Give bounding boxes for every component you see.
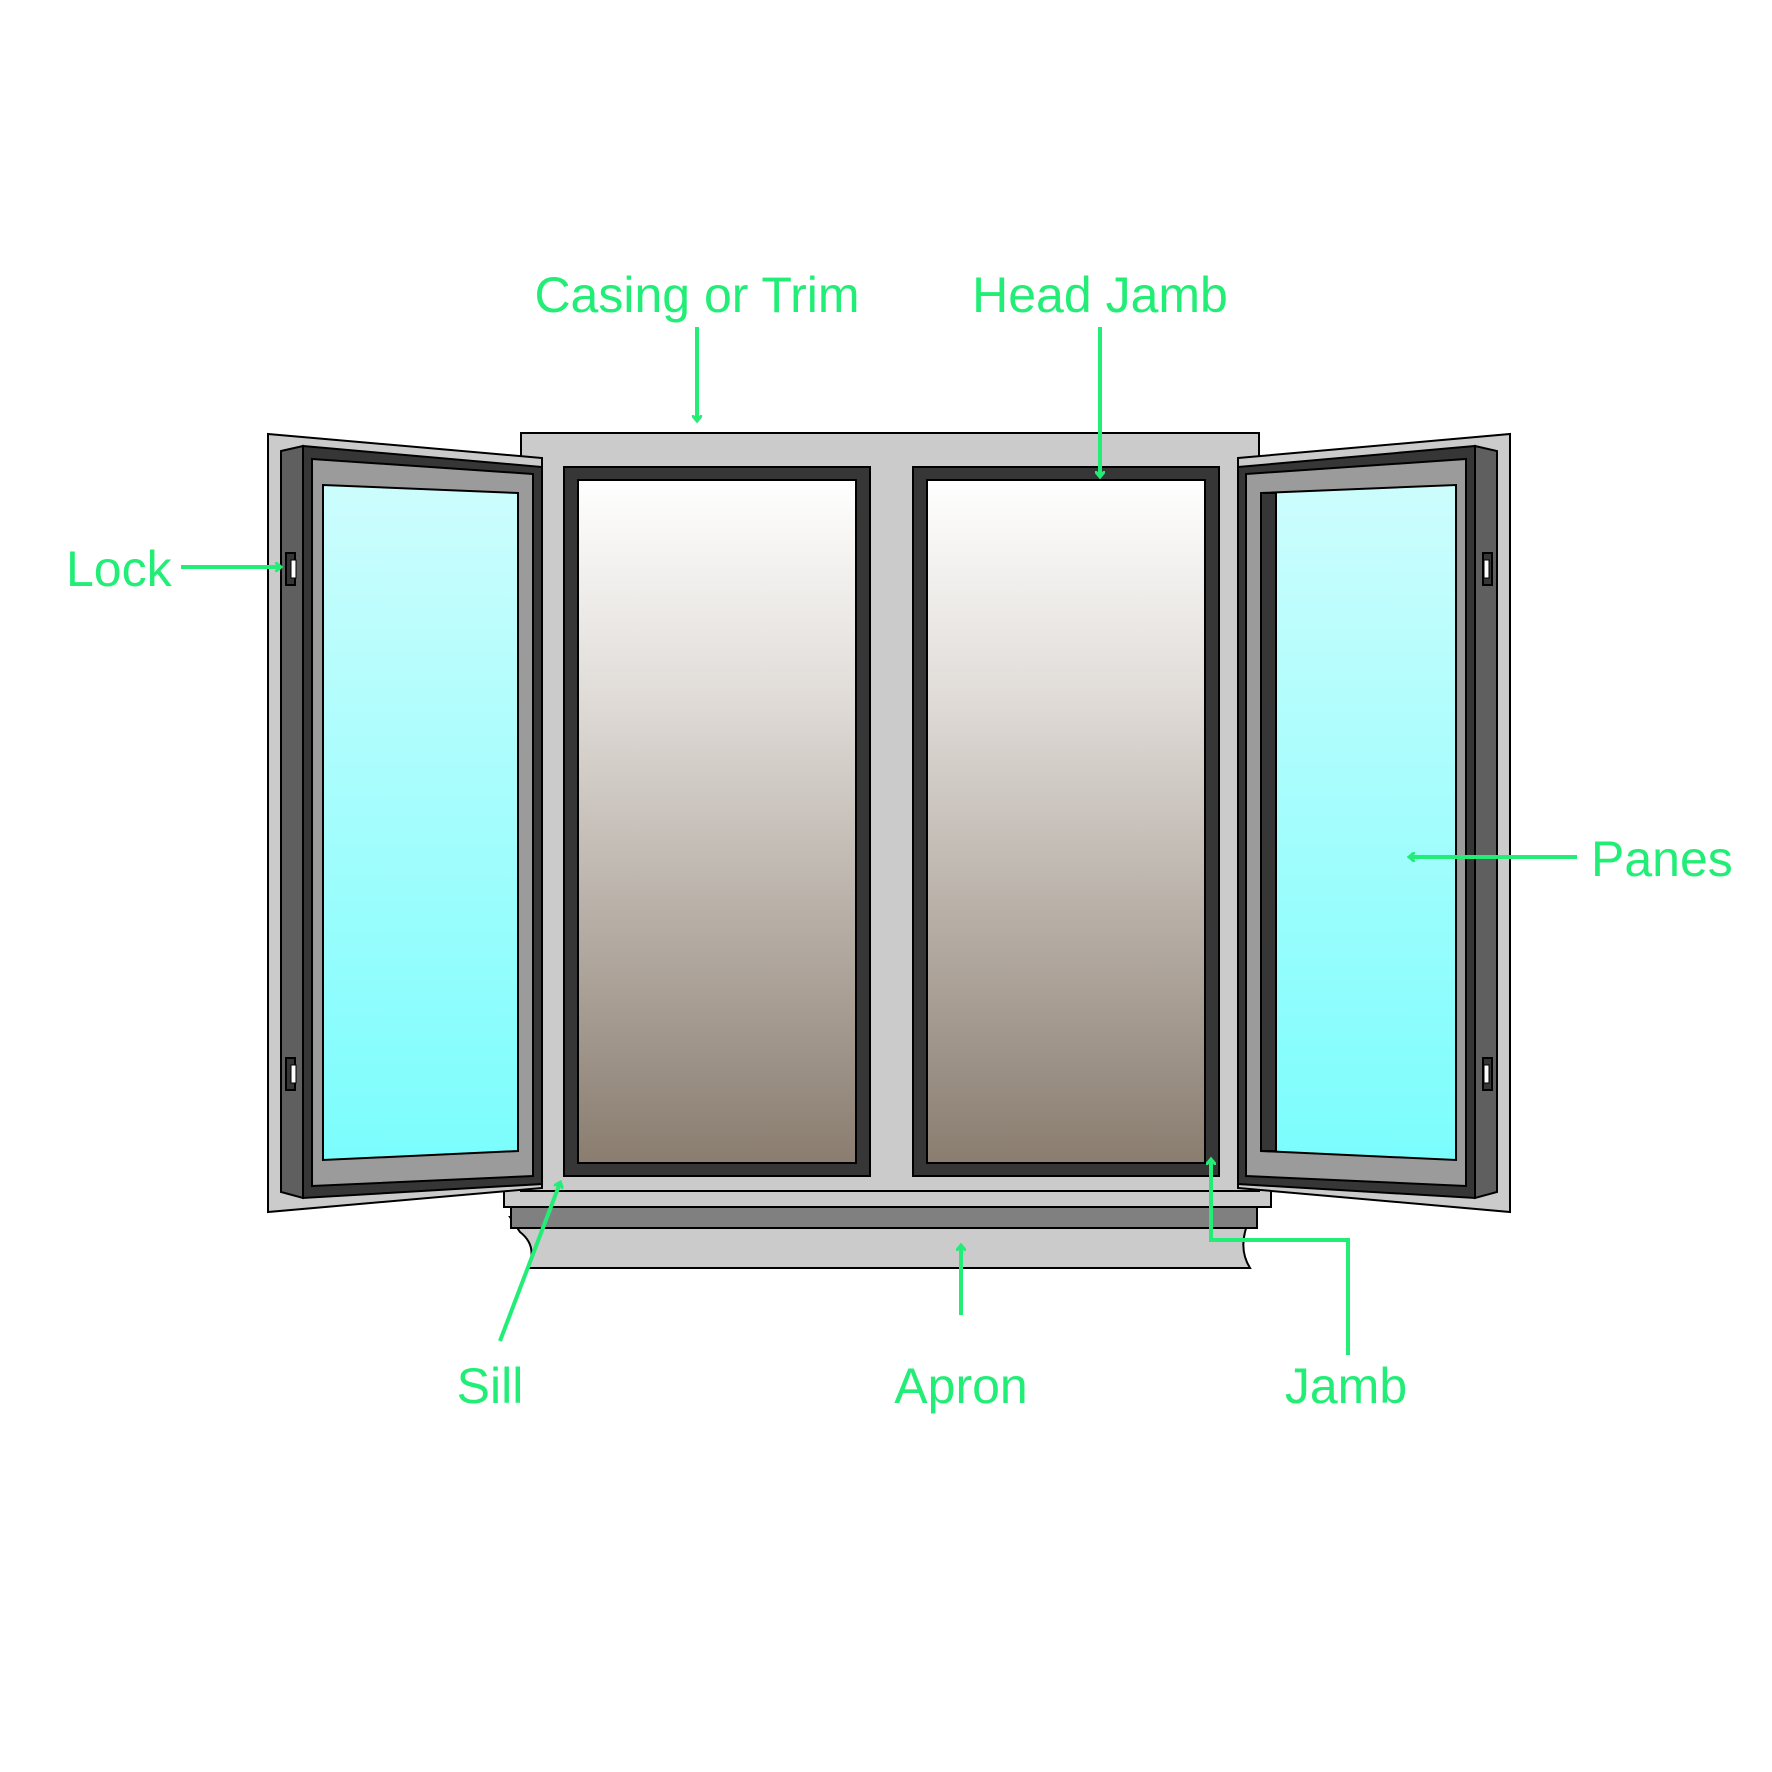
left-lock-bottom — [285, 1057, 297, 1091]
center-pane-left — [563, 466, 871, 1177]
sill — [503, 1189, 1272, 1229]
label-lock: Lock — [66, 541, 173, 597]
right-lock-top — [1482, 552, 1493, 586]
label-apron: Apron — [894, 1358, 1027, 1414]
center-pane-right — [912, 466, 1220, 1177]
label-jamb: Jamb — [1285, 1358, 1407, 1414]
left-lock-top — [285, 552, 297, 586]
label-sill: Sill — [457, 1358, 524, 1414]
sill-arrow — [498, 1183, 560, 1342]
apron — [508, 1216, 1252, 1269]
label-head-jamb: Head Jamb — [972, 267, 1228, 323]
right-sash — [1237, 432, 1511, 1214]
left-sash — [267, 432, 543, 1214]
label-casing-or-trim: Casing or Trim — [534, 267, 859, 323]
jamb-arrow — [1211, 1160, 1350, 1355]
right-lock-bottom — [1482, 1057, 1493, 1091]
label-panes: Panes — [1591, 831, 1733, 887]
